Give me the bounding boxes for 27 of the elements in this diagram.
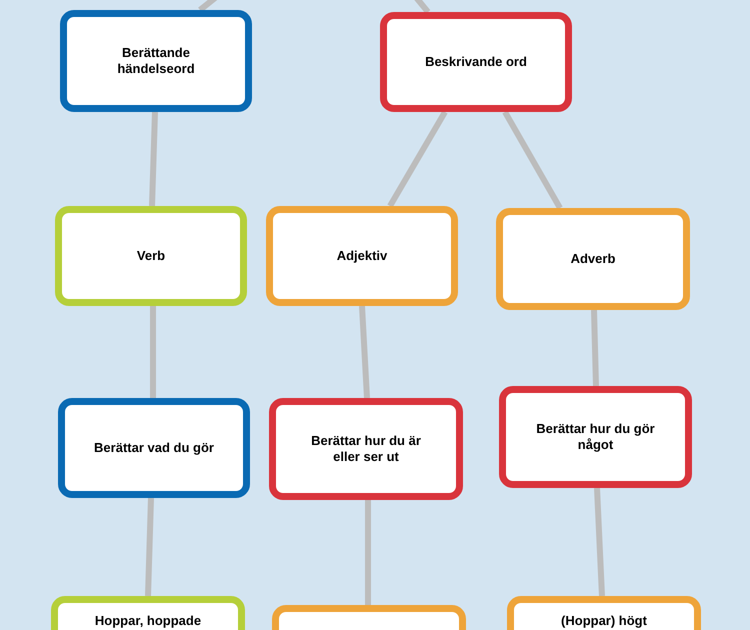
word-class-card <box>499 386 692 488</box>
card-text: Beskrivande ord <box>425 54 527 70</box>
connector-line <box>359 306 370 398</box>
card-text: (Hoppar) högt <box>561 613 647 629</box>
word-class-card <box>496 208 690 310</box>
connector-line <box>502 110 563 210</box>
card-text: Adverb <box>570 251 616 267</box>
card-text: Verb <box>136 248 166 264</box>
card-text: Berättar hur du är eller ser ut <box>310 433 422 465</box>
word-class-card <box>380 12 572 112</box>
word-class-card <box>266 206 458 306</box>
connector-line <box>149 112 158 206</box>
word-class-card <box>55 206 247 306</box>
connector-line <box>145 498 154 596</box>
connector-line <box>365 500 371 605</box>
card-text: Berättar hur du gör något <box>535 421 656 453</box>
card-text: Hoppar, hoppade <box>94 613 202 629</box>
connector-line <box>387 110 448 208</box>
connector-line <box>591 310 599 386</box>
connector-line <box>594 488 605 596</box>
card-text: Berättar vad du gör <box>94 440 214 456</box>
word-class-card <box>58 398 250 498</box>
connector-line <box>150 306 156 398</box>
card-text: Berättande händelseord <box>116 45 196 77</box>
card-text: Adjektiv <box>336 248 388 264</box>
word-class-card <box>269 398 463 500</box>
word-class-card <box>60 10 252 112</box>
